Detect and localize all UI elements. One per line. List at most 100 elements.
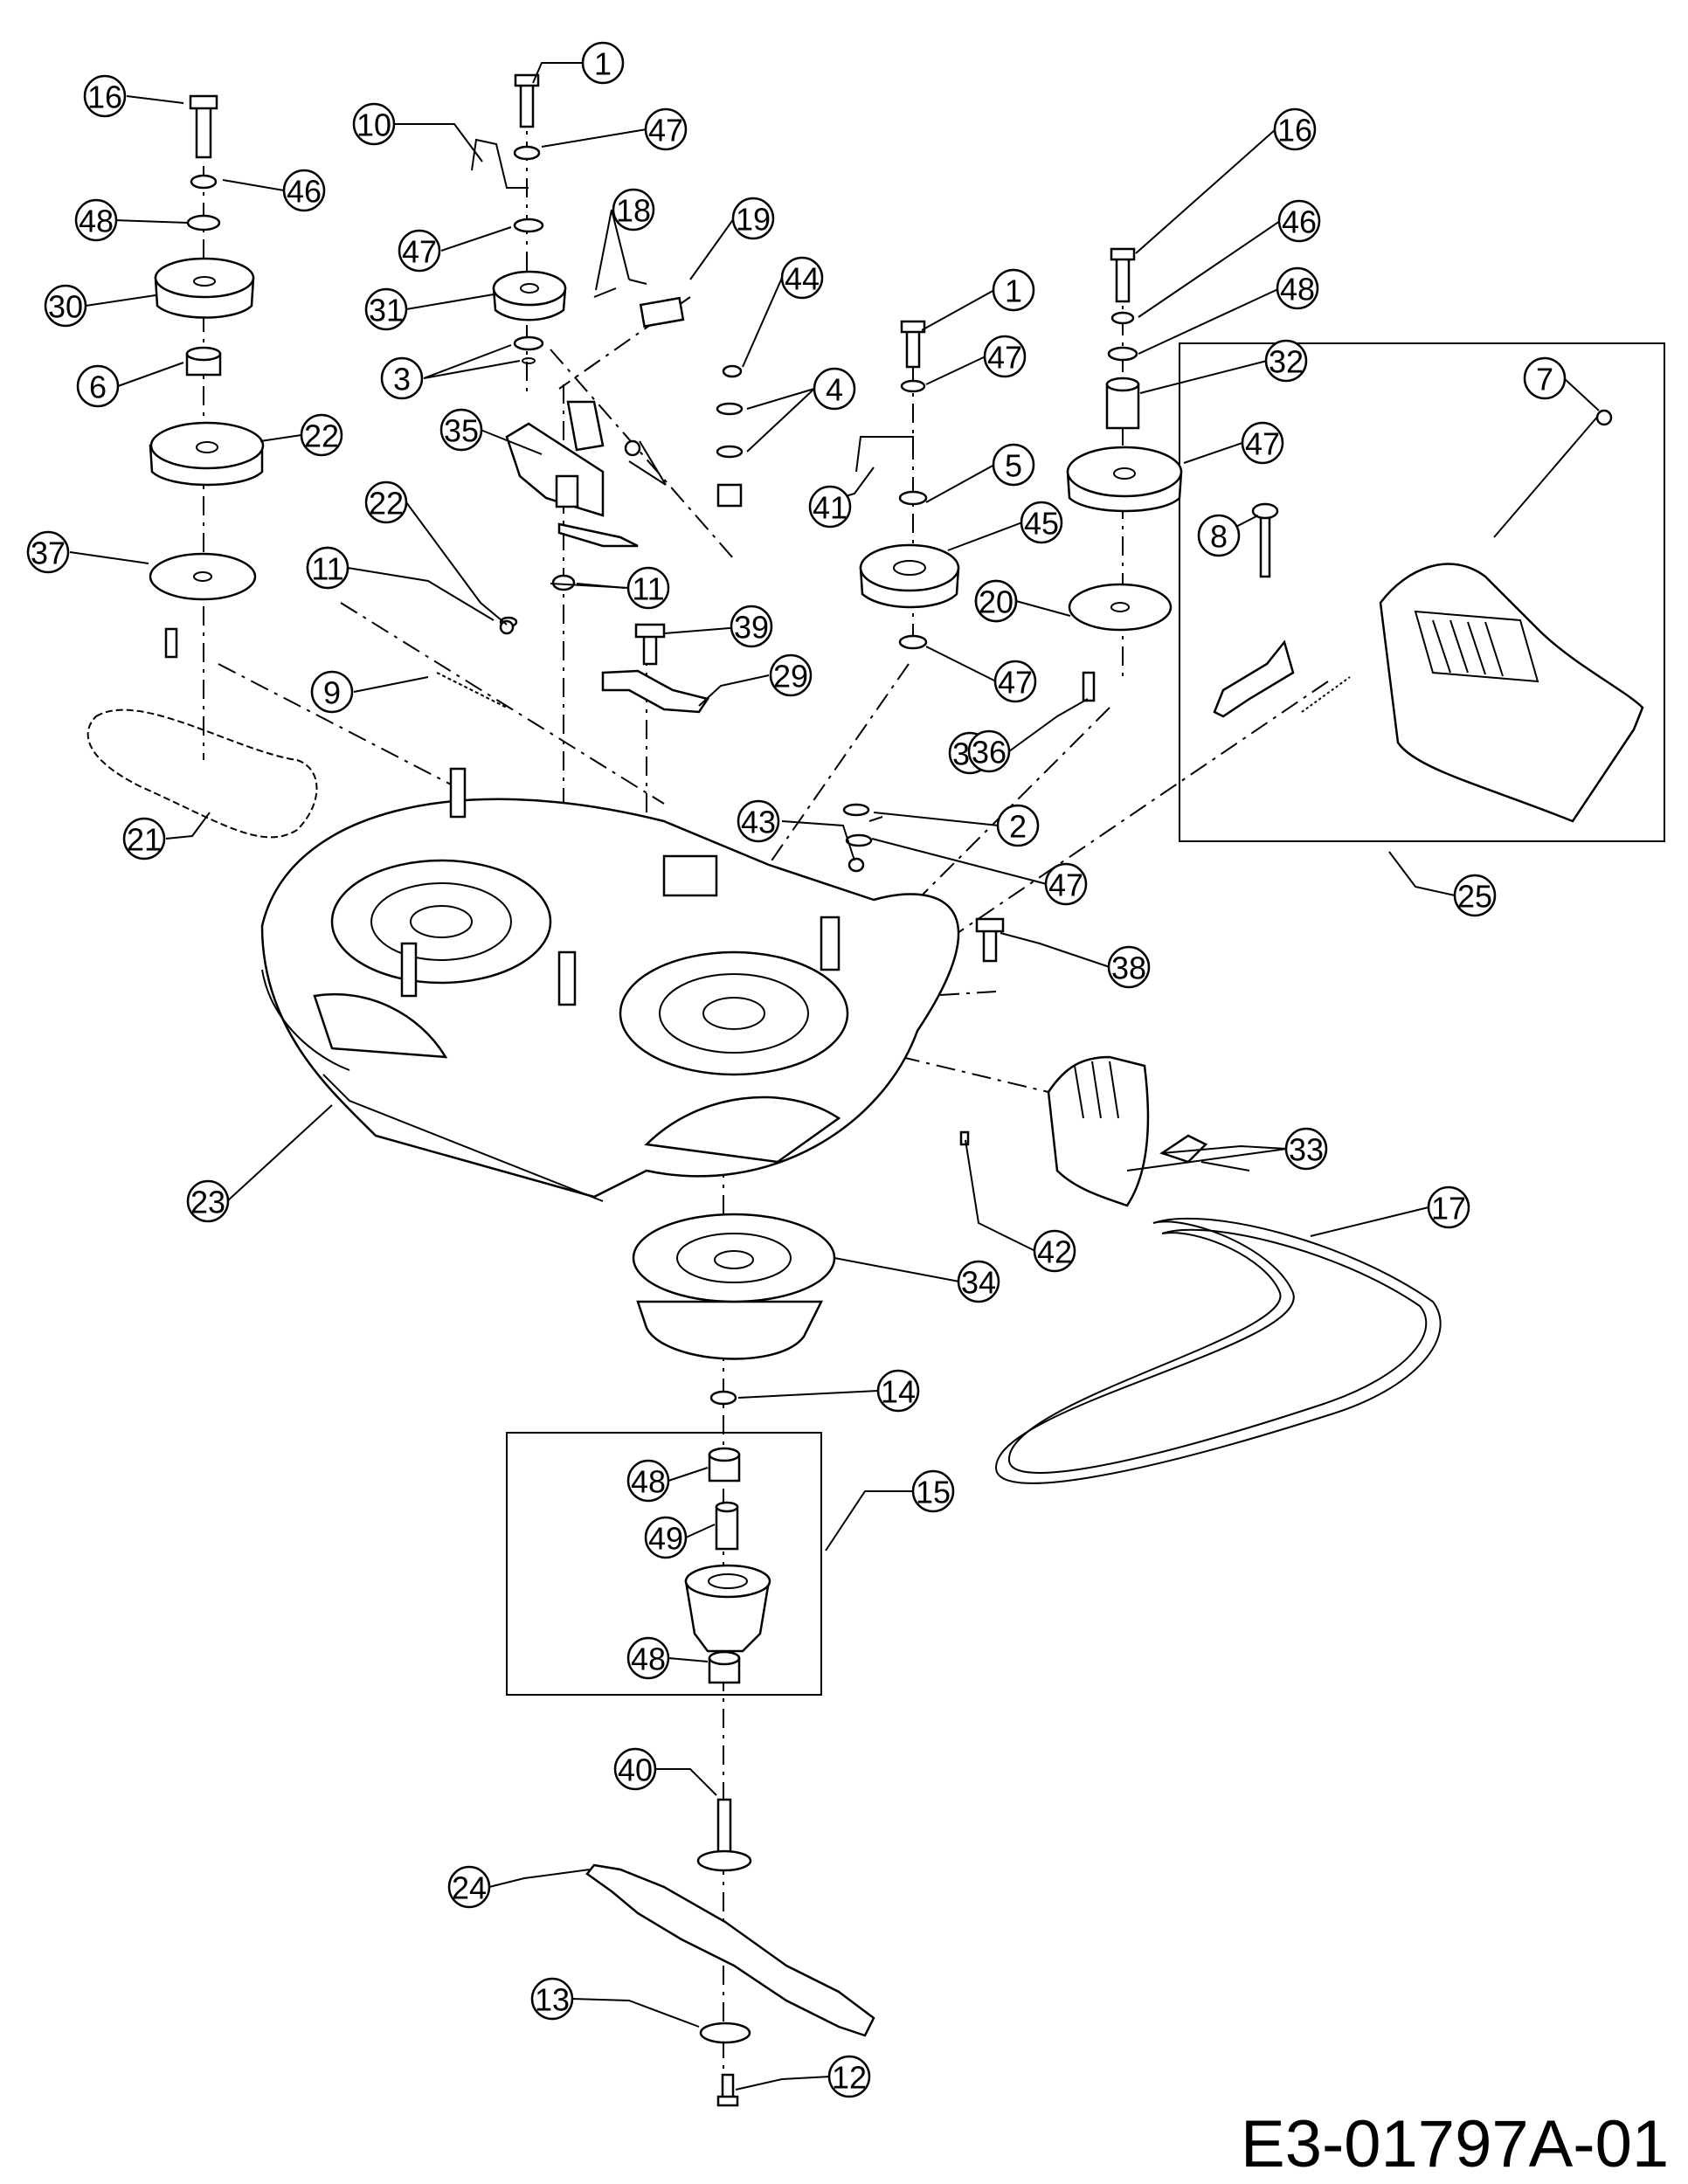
callout-label: 42 [1037, 1234, 1072, 1270]
callout-39: 39 [730, 605, 773, 648]
callout-22: 22 [364, 480, 408, 524]
callout-34: 34 [957, 1260, 1000, 1303]
callout-label: 30 [48, 289, 83, 325]
drawing-number: E3-01797A-01 [1241, 2107, 1669, 2181]
callout-47: 47 [1241, 421, 1284, 465]
callout-label: 20 [979, 584, 1013, 620]
callout-label: 47 [1245, 426, 1280, 462]
callout-43: 43 [737, 799, 780, 843]
callout-20: 20 [974, 579, 1018, 623]
callout-circle [1107, 945, 1151, 989]
deck-fasteners [842, 803, 1005, 1146]
callout-circle [1523, 356, 1567, 400]
callout-circle [364, 480, 408, 524]
callout-circle [626, 1459, 670, 1503]
callout-circle [876, 1369, 920, 1413]
callout-30: 30 [44, 284, 87, 328]
callout-circle [74, 198, 118, 242]
left-spindle-parts [149, 94, 265, 659]
v-belt-17 [994, 1217, 1442, 1484]
callout-circle [992, 443, 1035, 487]
callout-circle [808, 485, 852, 529]
callout-35: 35 [439, 408, 483, 452]
callout-23: 23 [186, 1179, 230, 1223]
callout-47: 47 [1044, 862, 1088, 906]
callout-33: 33 [1284, 1127, 1328, 1171]
callout-circle [737, 799, 780, 843]
callout-circle [44, 284, 87, 328]
callout-circle [1033, 1229, 1076, 1273]
callout-label: 17 [1431, 1191, 1466, 1227]
callout-3: 3 [380, 356, 424, 400]
callout-48: 48 [1276, 266, 1319, 310]
callout-circle [1197, 514, 1241, 557]
callout-label: 47 [648, 113, 683, 149]
callout-5: 5 [992, 443, 1035, 487]
callout-label: 48 [1280, 272, 1315, 308]
callout-31: 31 [364, 287, 408, 331]
callout-circle [613, 1747, 657, 1791]
callout-1: 1 [992, 268, 1035, 312]
idler-pulley-parts [471, 73, 641, 548]
callout-24: 24 [447, 1865, 491, 1909]
spindle-housing [632, 1213, 836, 1360]
callout-38: 38 [1107, 945, 1151, 989]
callout-circle [996, 804, 1040, 847]
callout-label: 18 [616, 193, 651, 229]
callout-44: 44 [780, 256, 824, 300]
callout-circle [993, 660, 1037, 703]
callout-circle [813, 367, 856, 411]
callout-47: 47 [644, 107, 688, 151]
callout-47: 47 [983, 335, 1027, 378]
deflector-kit-group-frame [1179, 342, 1665, 842]
callout-label: 22 [304, 418, 339, 454]
blade-spindle-group-frame [506, 1432, 822, 1696]
callout-circle [1427, 1185, 1470, 1229]
bracket-and-fasteners [551, 279, 744, 591]
callout-label: 29 [773, 659, 808, 695]
callout-label: 4 [826, 372, 843, 408]
callout-45: 45 [1020, 501, 1063, 544]
callout-label: 49 [648, 1521, 683, 1557]
spring-and-bolts [436, 616, 710, 714]
callout-circle [380, 356, 424, 400]
callout-label: 16 [87, 79, 122, 115]
callout-circle [730, 605, 773, 648]
callout-label: 25 [1457, 879, 1492, 915]
callout-16: 16 [1273, 107, 1317, 151]
callout-label: 6 [89, 370, 107, 405]
callout-41: 41 [808, 485, 852, 529]
callout-circle [974, 579, 1018, 623]
callout-label: 47 [402, 234, 437, 270]
callout-label: 44 [785, 261, 820, 297]
callout-circle [626, 1636, 670, 1680]
callout-circle [1273, 107, 1317, 151]
callout-circle [26, 530, 70, 574]
callout-circle [1277, 199, 1321, 243]
callout-14: 14 [876, 1369, 920, 1413]
callout-8: 8 [1197, 514, 1241, 557]
callout-label: 41 [813, 490, 847, 526]
callout-circle [306, 546, 349, 590]
callout-label: 38 [1111, 950, 1146, 986]
callout-1: 1 [581, 41, 625, 85]
callout-circle [1044, 862, 1088, 906]
callout-circle [967, 729, 1011, 773]
callout-36: 36 [967, 729, 1011, 773]
callout-label: 1 [594, 46, 612, 82]
blade-assembly [585, 1798, 875, 2107]
callout-2: 2 [996, 804, 1040, 847]
callout-circle [1020, 501, 1063, 544]
callout-label: 47 [998, 665, 1033, 701]
callout-circle [780, 256, 824, 300]
callout-label: 35 [444, 413, 479, 449]
callout-circle [626, 566, 670, 610]
callout-circle [983, 335, 1027, 378]
callout-circle [398, 229, 441, 273]
callout-label: 21 [127, 822, 162, 858]
callout-label: 14 [881, 1374, 916, 1410]
callout-48: 48 [74, 198, 118, 242]
callout-label: 43 [741, 805, 776, 840]
